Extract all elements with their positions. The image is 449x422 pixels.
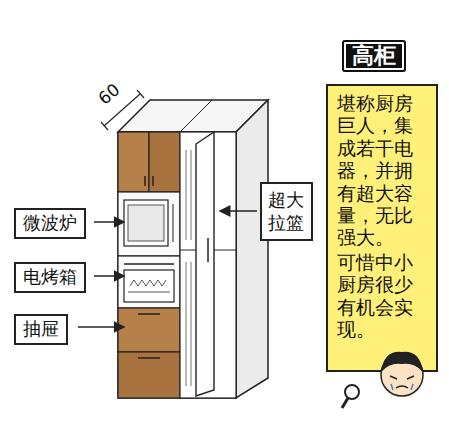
note-text: 堪称厨房巨人，集成若干电器，并拥有超大容量，无比强大。 [337, 92, 414, 249]
title-text: 高柜 [352, 43, 396, 69]
part-label: 电烤箱 [23, 266, 77, 289]
label-box: 电烤箱 [14, 262, 86, 293]
label-box: 抽屉 [14, 314, 68, 345]
label-box: 超大拉篮 [260, 182, 313, 241]
note-text: 可惜中小厨房很少有机会实现。 [337, 251, 414, 341]
part-label: 抽屉 [23, 318, 59, 341]
part-label: 微波炉 [23, 212, 77, 235]
title-box: 高柜 [342, 40, 406, 72]
note-box: 堪称厨房巨人，集成若干电器，并拥有超大容量，无比强大。可惜中小厨房很少有机会实现… [326, 84, 438, 372]
label-box: 微波炉 [14, 208, 86, 239]
dimension-label: 60 [94, 79, 123, 108]
part-label: 超大拉篮 [268, 188, 305, 235]
